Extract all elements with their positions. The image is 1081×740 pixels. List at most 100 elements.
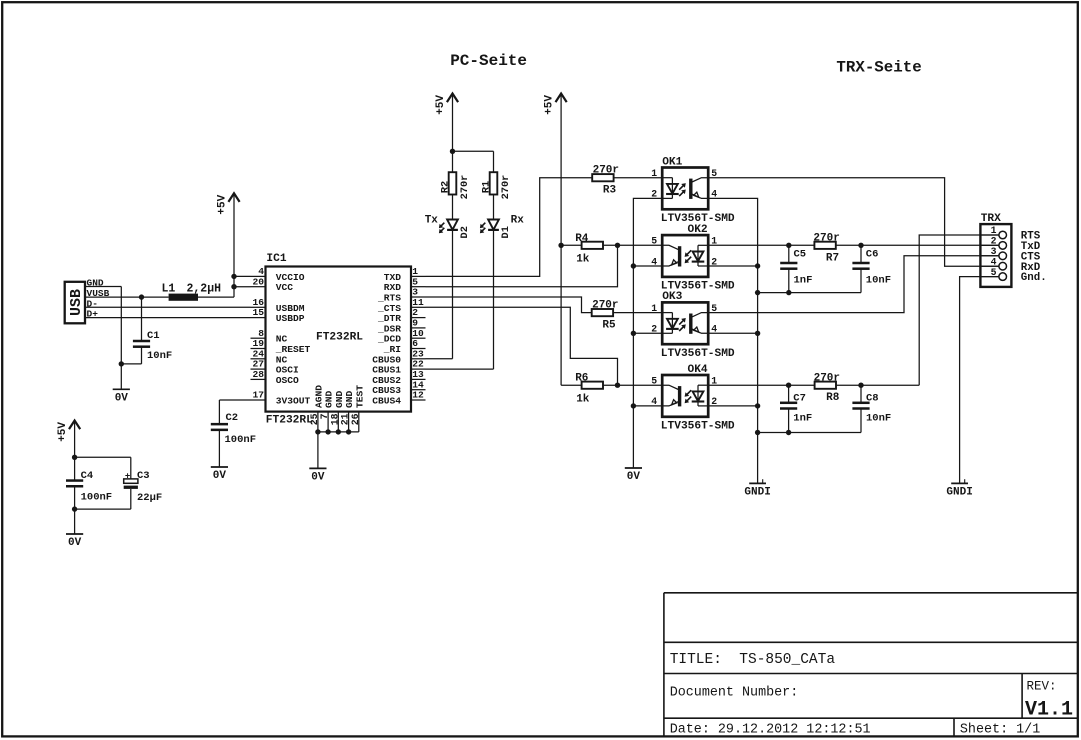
svg-text:2: 2 (711, 256, 717, 267)
svg-text:RxD: RxD (1021, 262, 1041, 274)
svg-text:5: 5 (991, 267, 997, 278)
svg-text:2: 2 (711, 396, 717, 407)
svg-text:IC1: IC1 (266, 253, 286, 265)
svg-text:4: 4 (711, 324, 717, 335)
svg-text:OK4: OK4 (688, 364, 708, 376)
svg-text:1nF: 1nF (794, 274, 813, 286)
svg-text:20: 20 (252, 276, 264, 287)
svg-text:CBUS3: CBUS3 (372, 385, 401, 396)
svg-text:0V: 0V (311, 471, 325, 483)
svg-text:22: 22 (412, 359, 424, 370)
svg-text:LTV356T-SMD: LTV356T-SMD (661, 348, 735, 360)
svg-text:R1: R1 (480, 181, 492, 193)
svg-text:2: 2 (651, 189, 657, 200)
svg-text:_DTR: _DTR (377, 313, 401, 324)
svg-text:VCCIO: VCCIO (276, 272, 305, 283)
svg-text:TRX: TRX (981, 213, 1001, 225)
svg-text:Tx: Tx (425, 214, 439, 226)
svg-text:C7: C7 (793, 393, 806, 405)
svg-text:1: 1 (711, 376, 717, 387)
svg-text:1: 1 (651, 168, 657, 179)
svg-text:C5: C5 (794, 249, 807, 261)
svg-text:TITLE: TS-850_CATa: TITLE: TS-850_CATa (670, 652, 836, 668)
svg-text:2: 2 (412, 307, 418, 318)
svg-text:Sheet: 1/1: Sheet: 1/1 (960, 723, 1040, 738)
svg-text:R6: R6 (575, 373, 588, 385)
svg-text:Date: 29.12.2012 12:12:51: Date: 29.12.2012 12:12:51 (670, 723, 871, 738)
svg-text:USBDM: USBDM (276, 303, 305, 314)
svg-text:CBUS2: CBUS2 (372, 375, 401, 386)
svg-text:8: 8 (258, 328, 264, 339)
svg-text:24: 24 (252, 348, 264, 359)
svg-text:21: 21 (340, 413, 351, 425)
svg-text:17: 17 (252, 390, 264, 401)
svg-text:OSCI: OSCI (276, 365, 299, 376)
svg-text:C3: C3 (137, 470, 150, 482)
svg-text:5: 5 (651, 376, 657, 387)
svg-text:Gnd.: Gnd. (1021, 272, 1047, 284)
svg-text:OK2: OK2 (688, 224, 708, 236)
svg-text:2,2µH: 2,2µH (187, 282, 222, 295)
svg-text:_DCD: _DCD (377, 334, 401, 345)
svg-text:LTV356T-SMD: LTV356T-SMD (661, 281, 735, 293)
svg-text:10: 10 (412, 328, 424, 339)
svg-text:D-: D- (87, 298, 98, 309)
svg-text:VCC: VCC (276, 282, 294, 293)
svg-text:R4: R4 (575, 233, 589, 245)
svg-text:CBUS4: CBUS4 (372, 396, 401, 407)
svg-text:6: 6 (412, 338, 418, 349)
svg-text:CBUS1: CBUS1 (372, 365, 401, 376)
svg-text:RTS: RTS (1021, 231, 1041, 243)
svg-text:15: 15 (252, 307, 264, 318)
svg-text:C4: C4 (81, 470, 94, 482)
svg-text:R2: R2 (439, 181, 451, 193)
svg-text:5: 5 (651, 236, 657, 247)
svg-text:4: 4 (651, 256, 657, 267)
svg-text:OK1: OK1 (662, 156, 682, 168)
svg-text:PC-Seite: PC-Seite (450, 52, 527, 70)
svg-text:7: 7 (319, 413, 330, 419)
svg-text:27: 27 (252, 359, 264, 370)
svg-text:_RI: _RI (383, 344, 402, 355)
svg-text:USBDP: USBDP (276, 313, 305, 324)
svg-text:D+: D+ (87, 309, 99, 320)
svg-text:AGND: AGND (314, 385, 325, 408)
svg-text:100nF: 100nF (225, 434, 257, 446)
svg-text:4: 4 (258, 266, 264, 277)
svg-text:270r: 270r (814, 372, 840, 384)
svg-text:CBUS0: CBUS0 (372, 354, 401, 365)
svg-text:2: 2 (651, 324, 657, 335)
svg-text:3: 3 (412, 287, 418, 298)
svg-text:TEST: TEST (354, 385, 365, 408)
svg-text:12: 12 (412, 390, 424, 401)
svg-text:OSCO: OSCO (276, 375, 299, 386)
svg-text:270r: 270r (592, 300, 618, 312)
svg-text:LTV356T-SMD: LTV356T-SMD (661, 213, 735, 225)
svg-text:1k: 1k (576, 393, 590, 405)
svg-text:26: 26 (350, 413, 361, 425)
svg-text:1: 1 (412, 266, 418, 277)
svg-text:16: 16 (252, 297, 264, 308)
svg-text:9: 9 (412, 318, 418, 329)
svg-text:1: 1 (651, 303, 657, 314)
svg-text:L1: L1 (162, 282, 176, 295)
svg-text:Document Number:: Document Number: (670, 686, 799, 701)
svg-text:11: 11 (412, 297, 424, 308)
svg-text:LTV356T-SMD: LTV356T-SMD (661, 421, 735, 433)
svg-text:_RESET: _RESET (275, 344, 311, 355)
svg-text:0V: 0V (627, 471, 641, 483)
svg-text:C6: C6 (866, 249, 879, 261)
svg-text:3: 3 (991, 246, 997, 257)
svg-text:10nF: 10nF (866, 274, 891, 286)
svg-text:270r: 270r (459, 175, 471, 200)
svg-text:_DSR: _DSR (377, 323, 401, 334)
svg-text:TRX-Seite: TRX-Seite (836, 59, 921, 77)
svg-text:RXD: RXD (384, 282, 402, 293)
svg-text:GNDI: GNDI (946, 486, 972, 498)
svg-text:GND: GND (334, 390, 345, 408)
svg-text:TxD: TxD (1021, 241, 1041, 253)
svg-text:19: 19 (252, 338, 264, 349)
svg-text:2: 2 (991, 236, 997, 247)
svg-text:4: 4 (711, 189, 717, 200)
svg-text:4: 4 (991, 256, 997, 267)
